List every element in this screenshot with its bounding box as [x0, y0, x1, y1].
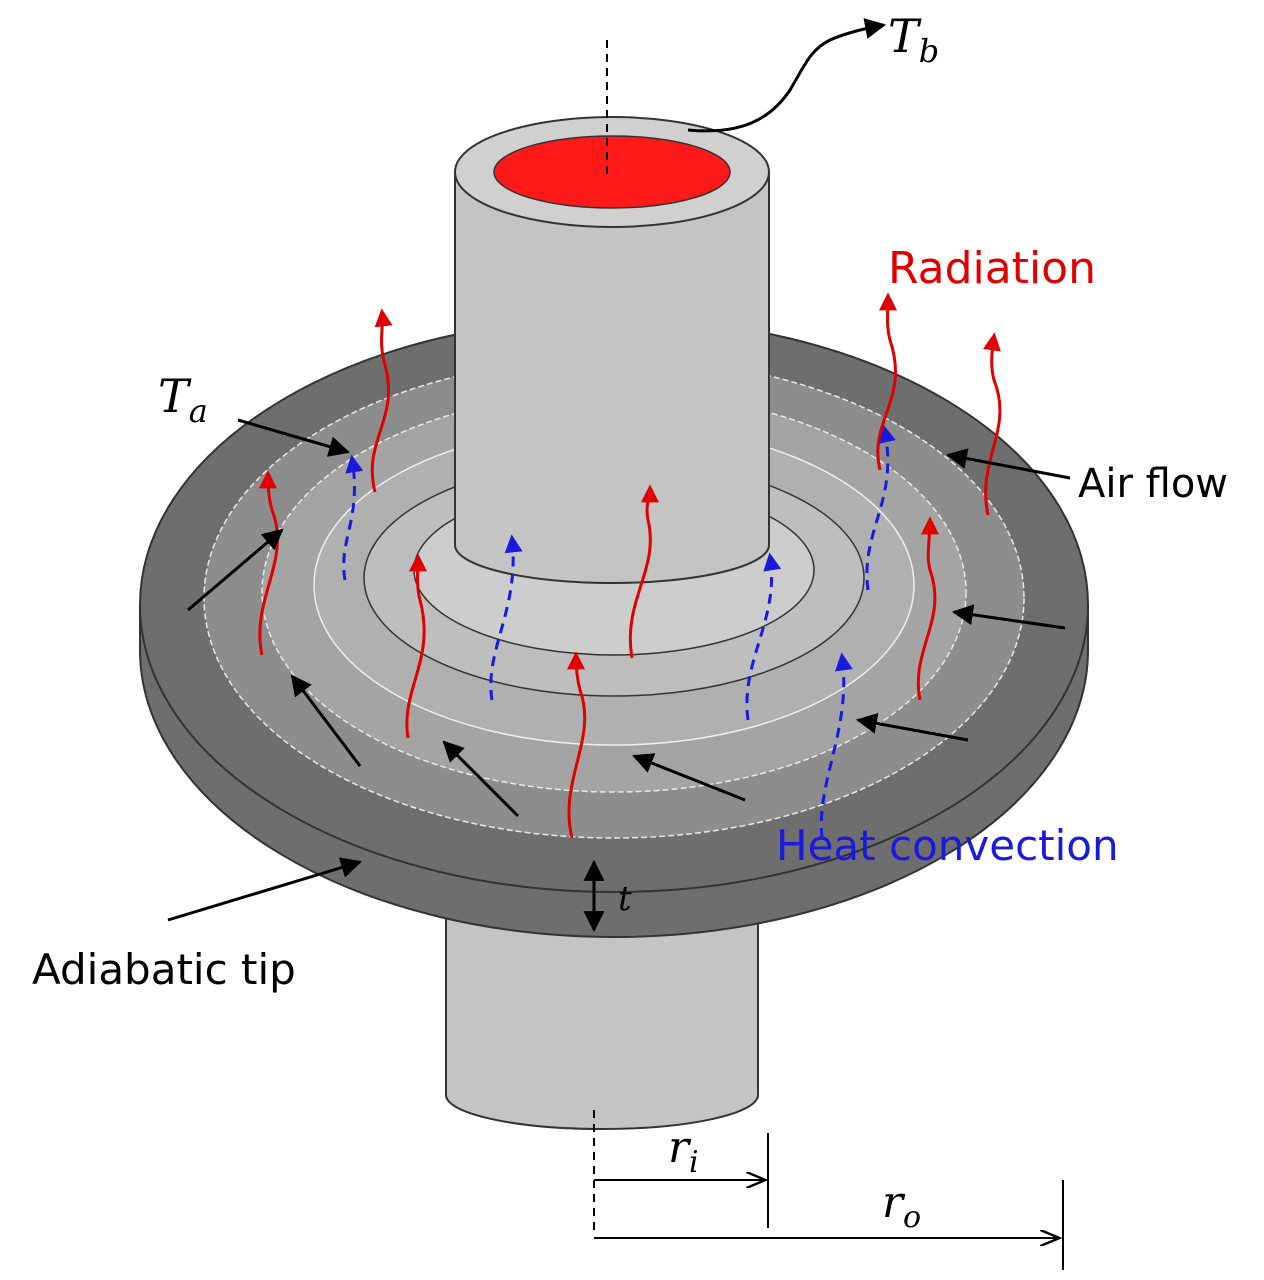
label-ta: Ta: [158, 369, 208, 430]
radius-dimensions: [594, 1133, 1064, 1270]
label-ri: ri: [668, 1122, 699, 1180]
label-air-flow: Air flow: [1078, 461, 1228, 507]
label-heat-convection: Heat convection: [776, 821, 1119, 870]
label-adiabatic-tip: Adiabatic tip: [32, 945, 296, 994]
label-thickness: t: [618, 879, 632, 919]
label-tb: Tb: [888, 9, 939, 70]
lower-tube: [445, 904, 759, 1130]
convection-arrows: [342, 424, 896, 839]
hot-core: [493, 135, 731, 209]
radiation-arrows: [258, 292, 1002, 839]
label-radiation: Radiation: [888, 243, 1096, 294]
airflow-arrows: [167, 418, 1071, 922]
tb-connector: [687, 18, 887, 133]
label-ro: ro: [882, 1177, 921, 1235]
upper-tube: [454, 116, 770, 584]
